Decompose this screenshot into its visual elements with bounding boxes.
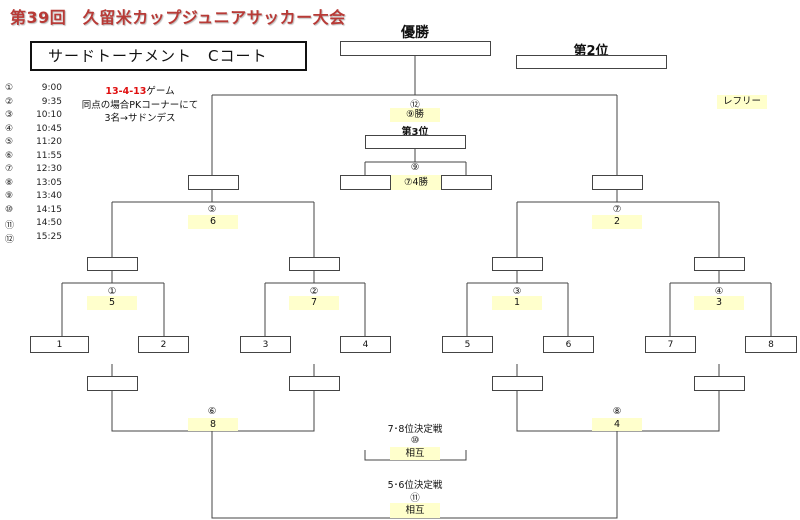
schedule-time: 15:25 (36, 231, 62, 242)
consolation-match-no: ⑧ (612, 406, 622, 417)
schedule-match-no: ② (5, 96, 14, 107)
quarter-match-no: ③ (512, 286, 522, 297)
third-label: 第3位 (401, 127, 429, 138)
third-referee: ⑦4勝 (391, 175, 441, 190)
team-slot: 3 (240, 336, 291, 353)
quarter-loser-box (289, 376, 340, 391)
final-match-no: ⑫ (410, 100, 420, 111)
schedule-time: 9:35 (41, 96, 62, 107)
schedule-match-no: ① (5, 83, 14, 93)
place56-match-no: ⑪ (410, 493, 420, 504)
schedule-match-no: ⑥ (5, 150, 14, 161)
page-title: 第39回 久留米カップジュニアサッカー大会 (10, 8, 346, 27)
quarter-winner-box (289, 257, 340, 271)
team-slot: 2 (138, 336, 189, 353)
quarter-referee: 1 (492, 296, 542, 310)
quarter-referee: 7 (289, 296, 339, 310)
champion-label: 優勝 (401, 25, 429, 41)
schedule-match-no: ⑧ (5, 177, 14, 188)
schedule-time: 10:45 (36, 123, 62, 134)
third-team-box (441, 175, 492, 190)
schedule-time: 10:10 (36, 110, 62, 120)
quarter-match-no: ① (107, 286, 117, 297)
consolation-referee: 4 (592, 418, 642, 431)
schedule-time: 11:55 (36, 150, 62, 161)
semi-winner-box (592, 175, 643, 190)
place56-referee: 相互 (390, 503, 440, 518)
final-referee: ⑨勝 (390, 108, 440, 122)
quarter-winner-box (694, 257, 745, 271)
consolation-referee: 8 (188, 418, 238, 431)
note-pk: 同点の場合PKコーナーにて (81, 100, 199, 111)
team-slot: 5 (442, 336, 493, 353)
schedule-time: 9:00 (41, 83, 62, 93)
schedule-match-no: ⑪ (5, 221, 15, 231)
quarter-referee: 3 (694, 296, 744, 310)
quarter-loser-box (87, 376, 138, 391)
quarter-match-no: ④ (714, 286, 724, 297)
semi-referee: 6 (188, 215, 238, 229)
quarter-loser-box (694, 376, 745, 391)
referee-label: レフリー (717, 95, 767, 109)
semi-winner-box (188, 175, 239, 190)
court-label: サードトーナメント Cコート (30, 41, 307, 71)
place56-label: 5･6位決定戦 (387, 480, 443, 491)
schedule-match-no: ⑫ (5, 234, 15, 245)
schedule-match-no: ⑦ (5, 164, 14, 174)
note-format: 13-4-13ゲーム (105, 86, 175, 97)
third-team-box (340, 175, 391, 190)
schedule-match-no: ④ (5, 123, 14, 134)
quarter-referee: 5 (87, 296, 137, 310)
second-box (516, 55, 667, 69)
schedule-time: 11:20 (36, 137, 62, 147)
team-slot: 8 (745, 336, 797, 353)
place78-match-no: ⑩ (410, 435, 420, 446)
semi-referee: 2 (592, 215, 642, 229)
team-slot: 1 (30, 336, 89, 353)
schedule-time: 12:30 (36, 164, 62, 174)
champion-box (340, 41, 491, 56)
schedule-time: 14:50 (36, 218, 62, 228)
quarter-winner-box (87, 257, 138, 271)
place78-referee: 相互 (390, 447, 440, 460)
consolation-match-no: ⑥ (207, 406, 217, 417)
semi-match-no: ⑦ (612, 204, 622, 215)
third-match-no: ⑨ (410, 162, 420, 173)
semi-match-no: ⑤ (207, 204, 217, 215)
schedule-match-no: ⑤ (5, 137, 14, 147)
schedule-match-no: ⑩ (5, 204, 14, 215)
team-slot: 6 (543, 336, 594, 353)
schedule-time: 13:05 (36, 177, 62, 188)
quarter-match-no: ② (309, 286, 319, 297)
note-sudden-death: 3名→サドンデス (104, 113, 176, 124)
team-slot: 4 (340, 336, 391, 353)
schedule-match-no: ⑨ (5, 191, 14, 201)
schedule-match-no: ③ (5, 110, 14, 120)
quarter-loser-box (492, 376, 543, 391)
schedule-time: 13:40 (36, 191, 62, 201)
schedule-time: 14:15 (36, 204, 62, 215)
third-box (365, 135, 466, 149)
team-slot: 7 (645, 336, 696, 353)
place78-label: 7･8位決定戦 (387, 424, 443, 435)
quarter-winner-box (492, 257, 543, 271)
